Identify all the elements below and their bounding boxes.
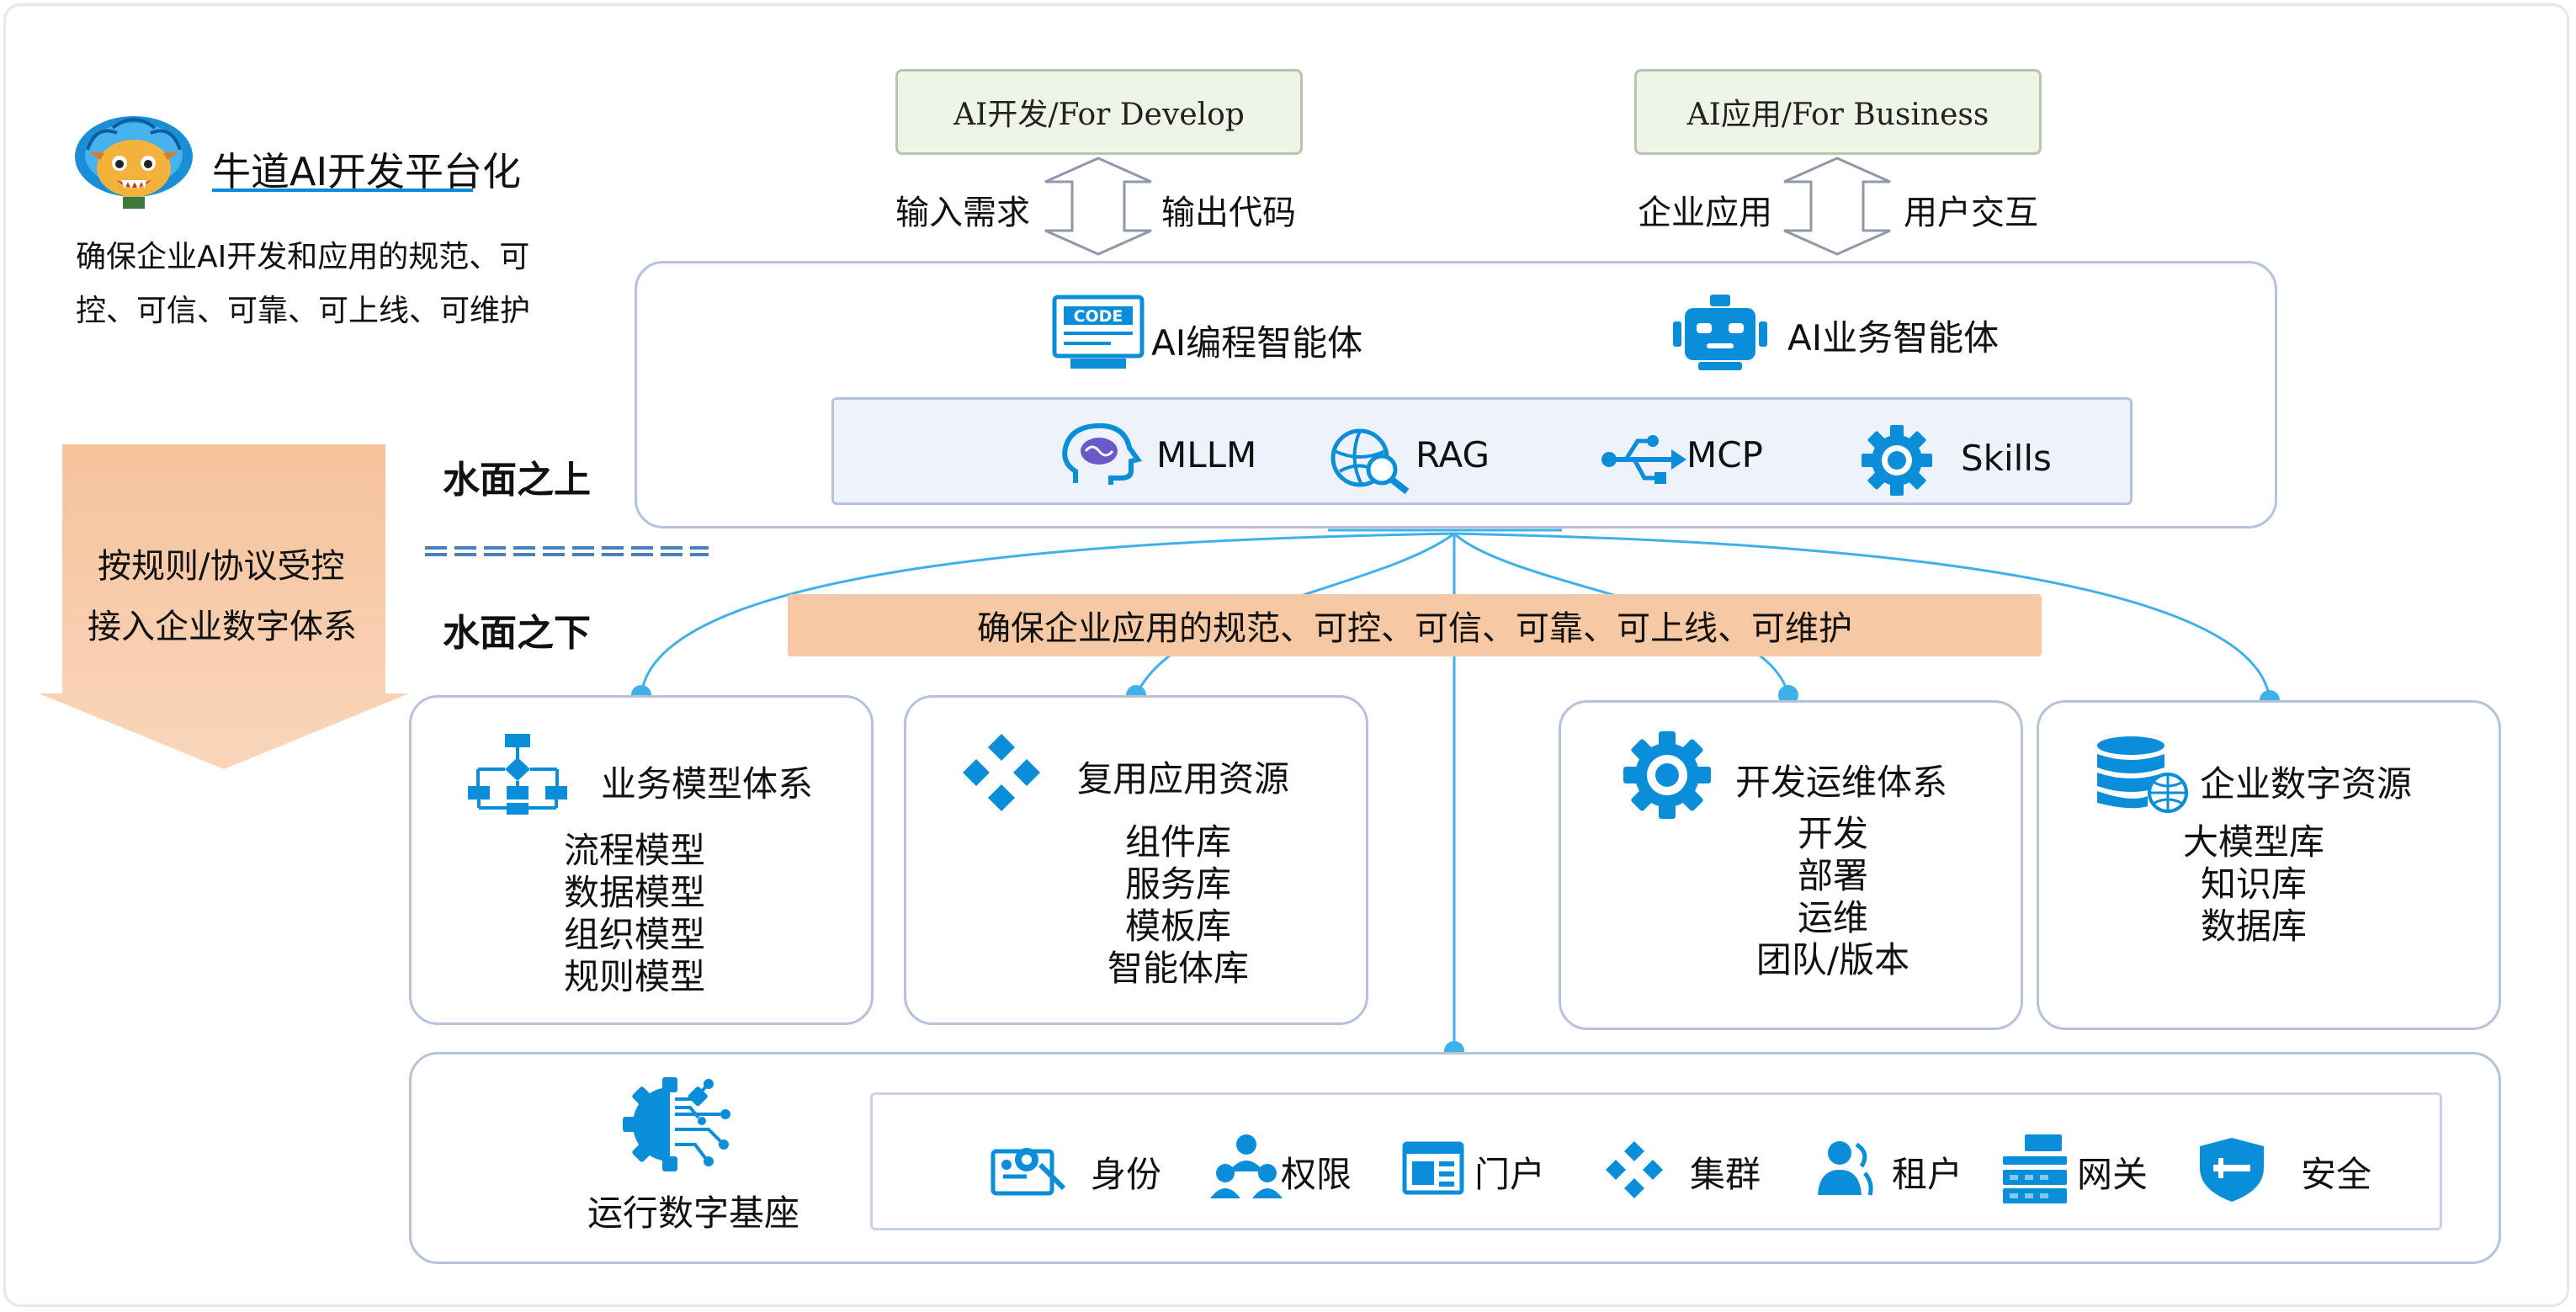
robot-icon [1670,293,1771,372]
business-box: AI应用/For Business [1634,69,2042,155]
module-3-title: 开发运维体系 [1735,762,1948,803]
brain-head-icon [1059,422,1143,490]
business-left-label: 企业应用 [1638,194,1772,232]
coding-agent-label: AI编程智能体 [1151,322,1363,364]
develop-right-label: 输出代码 [1161,194,1296,232]
module-2-item: 服务库 [1124,863,1231,905]
tenant-user-icon [1814,1138,1873,1200]
module-2-items: 组件库 服务库 模板库 智能体库 [1052,821,1304,990]
capability-skills: Skills [1961,438,2052,479]
module-3-item: 团队/版本 [1755,939,1910,980]
foundation-item-security: 安全 [2301,1154,2372,1195]
module-2-item: 模板库 [1124,906,1231,947]
module-1-title: 业务模型体系 [601,763,814,805]
gear-circuit-icon [623,1074,737,1175]
permission-people-icon [1208,1133,1284,1200]
module-2-title: 复用应用资源 [1077,758,1290,799]
develop-box: AI开发/For Develop [895,69,1303,155]
usb-icon [1601,433,1688,485]
platform-title-underline [212,189,473,192]
outer-frame [3,3,2569,1307]
portal-window-icon [1402,1141,1464,1195]
module-3-item: 运维 [1797,897,1868,938]
module-4-item: 数据库 [2200,906,2307,947]
foundation-item-identity: 身份 [1091,1154,1162,1195]
module-2-item: 智能体库 [1107,948,1249,989]
module-reuse-resources [904,695,1368,1025]
globe-search-icon [1328,426,1412,495]
platform-desc-line2: 控、可信、可靠、可上线、可维护 [76,294,531,328]
develop-box-title: AI开发/For Develop [953,98,1245,132]
platform-title: 牛道AI开发平台化 [212,149,522,194]
module-1-item: 组织模型 [563,914,705,955]
business-agent-label: AI业务智能体 [1787,317,2000,359]
label-above-water: 水面之上 [443,459,591,502]
capability-mcp: MCP [1686,434,1763,475]
module-4-item: 大模型库 [2182,821,2324,863]
module-business-model [409,695,874,1025]
cluster-diamonds-icon [1604,1139,1665,1200]
foundation-item-portal: 门户 [1474,1154,1546,1195]
database-globe-icon [2095,736,2188,813]
code-monitor-icon: CODE [1052,295,1145,372]
settings-gear-icon [1621,729,1713,821]
module-1-item: 流程模型 [563,830,705,871]
arrow-panel-line1: 按规则/协议受控 [98,547,345,586]
module-2-item: 组件库 [1124,821,1231,863]
identity-icon [990,1139,1070,1198]
foundation-item-permission: 权限 [1281,1154,1352,1195]
mascot-logo-icon [71,108,197,212]
module-1-items: 流程模型 数据模型 组织模型 规则模型 [550,830,719,998]
governance-banner-text: 确保企业应用的规范、可控、可信、可靠、可上线、可维护 [977,609,1852,648]
capability-mllm: MLLM [1156,434,1257,475]
foundation-item-tenant: 租户 [1892,1154,1963,1195]
module-3-item: 开发 [1797,813,1868,854]
develop-double-arrow-icon [1044,157,1152,256]
module-digital-resources [2037,700,2501,1030]
module-1-item: 规则模型 [563,956,705,997]
develop-left-label: 输入需求 [895,194,1030,232]
governance-banner: 确保企业应用的规范、可控、可信、可靠、可上线、可维护 [788,594,2042,656]
down-arrow-shape [39,444,409,769]
foundation-title: 运行数字基座 [587,1192,800,1234]
gear-icon [1856,424,1937,497]
connector-digital [1453,532,2271,701]
security-shield-icon [2196,1136,2267,1203]
business-box-title: AI应用/For Business [1686,98,1989,132]
code-icon-text: CODE [1074,307,1123,326]
business-right-label: 用户交互 [1904,194,2038,232]
business-double-arrow-icon [1783,157,1891,256]
arrow-panel-line2: 接入企业数字体系 [88,608,357,646]
module-3-item: 部署 [1797,855,1868,896]
module-4-item: 知识库 [2200,863,2307,905]
gateway-icon [2000,1133,2070,1205]
foundation-item-gateway: 网关 [2077,1154,2148,1195]
module-4-title: 企业数字资源 [2200,763,2413,805]
platform-desc-line1: 确保企业AI开发和应用的规范、可 [76,240,530,274]
flowchart-icon [468,732,567,816]
label-below-water: 水面之下 [443,612,591,655]
module-1-item: 数据模型 [563,872,705,913]
module-3-items: 开发 部署 运维 团队/版本 [1707,813,1959,981]
capability-rag: RAG [1415,434,1490,475]
connector-business-model [640,532,1455,696]
diamond-cluster-icon [959,730,1044,815]
foundation-item-cluster: 集群 [1690,1154,1761,1195]
module-4-items: 大模型库 知识库 数据库 [2144,821,2363,948]
foundation-services-bar [870,1092,2442,1230]
